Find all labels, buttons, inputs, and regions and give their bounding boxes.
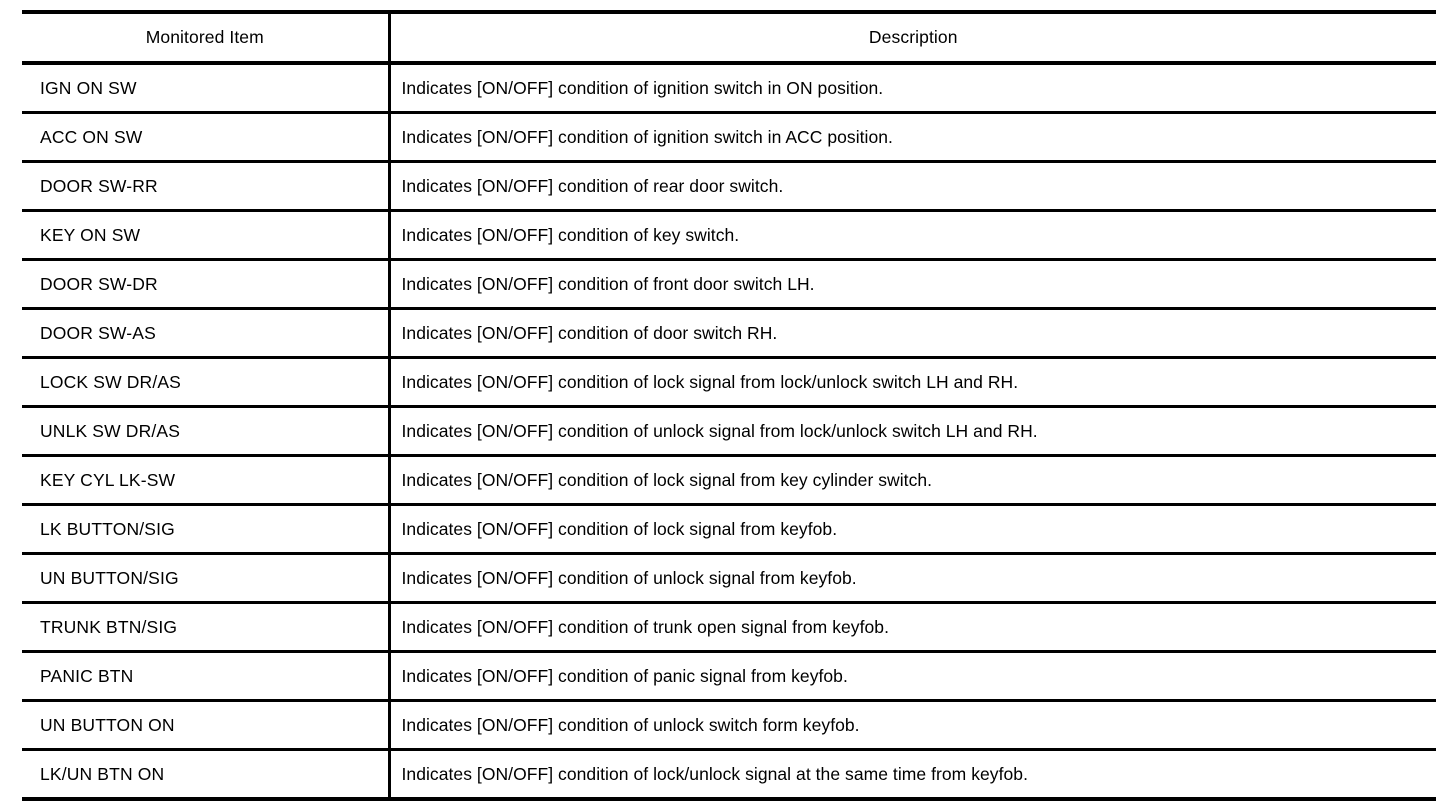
column-header-monitored-item: Monitored Item bbox=[22, 10, 391, 65]
cell-description: Indicates [ON/OFF] condition of rear doo… bbox=[389, 161, 1436, 212]
cell-description: Indicates [ON/OFF] condition of door swi… bbox=[389, 308, 1436, 359]
cell-monitored-item: ACC ON SW bbox=[22, 112, 391, 163]
cell-monitored-item: IGN ON SW bbox=[22, 63, 391, 114]
column-header-description: Description bbox=[389, 10, 1436, 65]
cell-monitored-item: LK BUTTON/SIG bbox=[22, 504, 391, 555]
cell-monitored-item: UN BUTTON/SIG bbox=[22, 553, 391, 604]
cell-monitored-item: KEY CYL LK-SW bbox=[22, 455, 391, 506]
cell-monitored-item: DOOR SW-DR bbox=[22, 259, 391, 310]
cell-description: Indicates [ON/OFF] condition of front do… bbox=[389, 259, 1436, 310]
cell-monitored-item: DOOR SW-RR bbox=[22, 161, 391, 212]
cell-description: Indicates [ON/OFF] condition of key swit… bbox=[389, 210, 1436, 261]
cell-description: Indicates [ON/OFF] condition of lock/unl… bbox=[389, 749, 1436, 801]
cell-description: Indicates [ON/OFF] condition of lock sig… bbox=[389, 504, 1436, 555]
cell-description: Indicates [ON/OFF] condition of panic si… bbox=[389, 651, 1436, 702]
cell-monitored-item: UNLK SW DR/AS bbox=[22, 406, 391, 457]
cell-description: Indicates [ON/OFF] condition of lock sig… bbox=[389, 455, 1436, 506]
cell-monitored-item: TRUNK BTN/SIG bbox=[22, 602, 391, 653]
cell-description: Indicates [ON/OFF] condition of ignition… bbox=[389, 63, 1436, 114]
cell-monitored-item: UN BUTTON ON bbox=[22, 700, 391, 751]
cell-monitored-item: PANIC BTN bbox=[22, 651, 391, 702]
cell-description: Indicates [ON/OFF] condition of ignition… bbox=[389, 112, 1436, 163]
cell-description: Indicates [ON/OFF] condition of unlock s… bbox=[389, 553, 1436, 604]
cell-monitored-item: LK/UN BTN ON bbox=[22, 749, 391, 801]
column-header-description-label: Description bbox=[868, 27, 958, 47]
cell-monitored-item: LOCK SW DR/AS bbox=[22, 357, 391, 408]
cell-description: Indicates [ON/OFF] condition of unlock s… bbox=[389, 406, 1436, 457]
cell-description: Indicates [ON/OFF] condition of unlock s… bbox=[389, 700, 1436, 751]
cell-monitored-item: DOOR SW-AS bbox=[22, 308, 391, 359]
cell-description: Indicates [ON/OFF] condition of trunk op… bbox=[389, 602, 1436, 653]
table-header-row: Monitored Item Description bbox=[22, 10, 1436, 65]
cell-monitored-item: KEY ON SW bbox=[22, 210, 391, 261]
table-header: Monitored Item Description bbox=[22, 10, 1436, 65]
cell-description: Indicates [ON/OFF] condition of lock sig… bbox=[389, 357, 1436, 408]
column-header-monitored-item-label: Monitored Item bbox=[145, 27, 264, 47]
